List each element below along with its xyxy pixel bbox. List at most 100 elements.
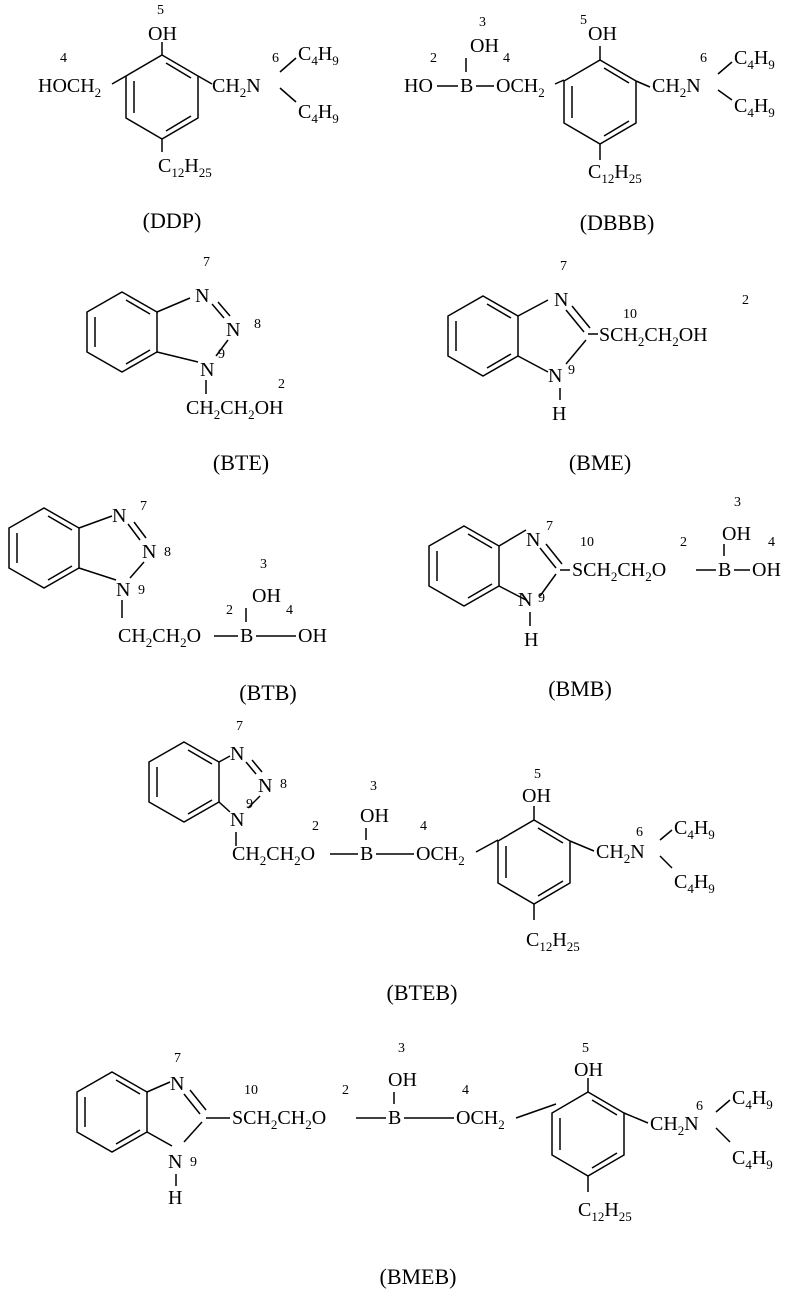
oh-label: OH	[388, 1069, 417, 1091]
oh-label: OH	[252, 585, 281, 607]
benzene-ring	[76, 1071, 148, 1153]
h-label: H	[524, 629, 538, 651]
molecule-bte: 7 N N 8 N 9 CH2CH2OH 2 (BTE)	[86, 255, 285, 475]
caption-ddp: (DDP)	[143, 208, 202, 233]
ch2n-label: CH2N	[596, 841, 645, 866]
boron-label: B	[360, 843, 373, 865]
n-label: N	[200, 359, 214, 381]
oh-label: OH	[522, 785, 551, 807]
boron-label: B	[718, 559, 731, 581]
num-2: 2	[342, 1083, 349, 1098]
num-8: 8	[254, 317, 261, 332]
num-2: 2	[278, 377, 285, 392]
molecule-bme: 7 N 10 SCH2CH2OH 2 N 9 H (BME)	[447, 259, 749, 475]
num-4: 4	[420, 819, 427, 834]
num-4: 4	[503, 51, 510, 66]
num-3: 3	[370, 779, 377, 794]
n-label: N	[230, 809, 244, 831]
c12h25-label: C12H25	[526, 929, 580, 954]
c4h9-label: C4H9	[734, 47, 775, 72]
oh-label: OH	[148, 23, 177, 45]
benzene-ring	[148, 741, 220, 823]
n-label: N	[168, 1151, 182, 1173]
caption-bmeb: (BMEB)	[380, 1264, 457, 1289]
n-label: N	[142, 541, 156, 563]
hoch2-label: HOCH2	[38, 75, 101, 100]
num-6: 6	[636, 825, 643, 840]
c4h9-label: C4H9	[298, 101, 339, 126]
phenol-ring	[497, 819, 571, 905]
benzene-ring	[86, 291, 158, 373]
n-label: N	[226, 319, 240, 341]
num-4: 4	[60, 51, 67, 66]
n-label: N	[548, 365, 562, 387]
num-10: 10	[244, 1083, 258, 1098]
num-7: 7	[203, 255, 210, 270]
num-8: 8	[164, 545, 171, 560]
num-9: 9	[538, 591, 545, 606]
num-4: 4	[286, 603, 293, 618]
oh-label: OH	[298, 625, 327, 647]
ch2n-label: CH2N	[650, 1113, 699, 1138]
c12h25-label: C12H25	[578, 1199, 632, 1224]
caption-bme: (BME)	[569, 450, 631, 475]
num-6: 6	[700, 51, 707, 66]
caption-btb: (BTB)	[239, 680, 296, 705]
ch2ch2o-label: CH2CH2O	[118, 625, 201, 650]
n-label: N	[112, 505, 126, 527]
num-9: 9	[190, 1155, 197, 1170]
num-7: 7	[174, 1051, 181, 1066]
num-10: 10	[580, 535, 594, 550]
num-6: 6	[272, 51, 279, 66]
num-10: 10	[623, 307, 637, 322]
oh-label: OH	[470, 35, 499, 57]
num-5: 5	[582, 1041, 589, 1056]
num-3: 3	[479, 15, 486, 30]
c12h25-label: C12H25	[158, 155, 212, 180]
ch2ch2o-label: CH2CH2O	[232, 843, 315, 868]
n-label: N	[170, 1073, 184, 1095]
sch2ch2oh-label: SCH2CH2OH	[599, 324, 708, 349]
num-4: 4	[462, 1083, 469, 1098]
molecule-bmeb: 7 N 10 SCH2CH2O 2 B 3 OH 4 OCH2 5 OH CH2…	[76, 1041, 773, 1289]
num-7: 7	[236, 719, 243, 734]
c4h9-label: C4H9	[734, 95, 775, 120]
boron-label: B	[240, 625, 253, 647]
molecule-bmb: 7 N 10 SCH2CH2O 2 B 3 OH 4 OH N 9 H (BMB…	[428, 495, 781, 701]
oh-label: OH	[752, 559, 781, 581]
c4h9-label: C4H9	[298, 43, 339, 68]
och2-label: OCH2	[416, 843, 465, 868]
n-label: N	[195, 285, 209, 307]
num-2: 2	[312, 819, 319, 834]
num-6: 6	[696, 1099, 703, 1114]
num-7: 7	[560, 259, 567, 274]
h-label: H	[168, 1187, 182, 1209]
n-label: N	[258, 775, 272, 797]
num-2: 2	[680, 535, 687, 550]
num-9: 9	[568, 363, 575, 378]
oh-label: OH	[588, 23, 617, 45]
phenol-ring	[563, 59, 637, 145]
oh-label: OH	[360, 805, 389, 827]
num-9: 9	[246, 797, 253, 812]
sch2ch2o-label: SCH2CH2O	[572, 559, 666, 584]
benzene-ring	[447, 295, 519, 377]
n-label: N	[554, 289, 568, 311]
molecule-btb: 7 N N 8 N 9 CH2CH2O 2 B 3 OH 4 OH (BTB)	[8, 499, 327, 705]
num-2: 2	[742, 293, 749, 308]
molecule-ddp: 5 OH 4 HOCH2 CH2N 6 C4H9 C4H9 C12H25 (DD…	[38, 3, 339, 233]
num-3: 3	[734, 495, 741, 510]
n-label: N	[526, 529, 540, 551]
caption-bte: (BTE)	[213, 450, 269, 475]
num-7: 7	[546, 519, 553, 534]
n-label: N	[518, 589, 532, 611]
benzene-ring	[8, 507, 80, 589]
c12h25-label: C12H25	[588, 161, 642, 186]
num-9: 9	[218, 347, 225, 362]
ho-label: HO	[404, 75, 433, 97]
c4h9-label: C4H9	[732, 1147, 773, 1172]
ch2ch2oh-label: CH2CH2OH	[186, 397, 283, 422]
h-label: H	[552, 403, 566, 425]
